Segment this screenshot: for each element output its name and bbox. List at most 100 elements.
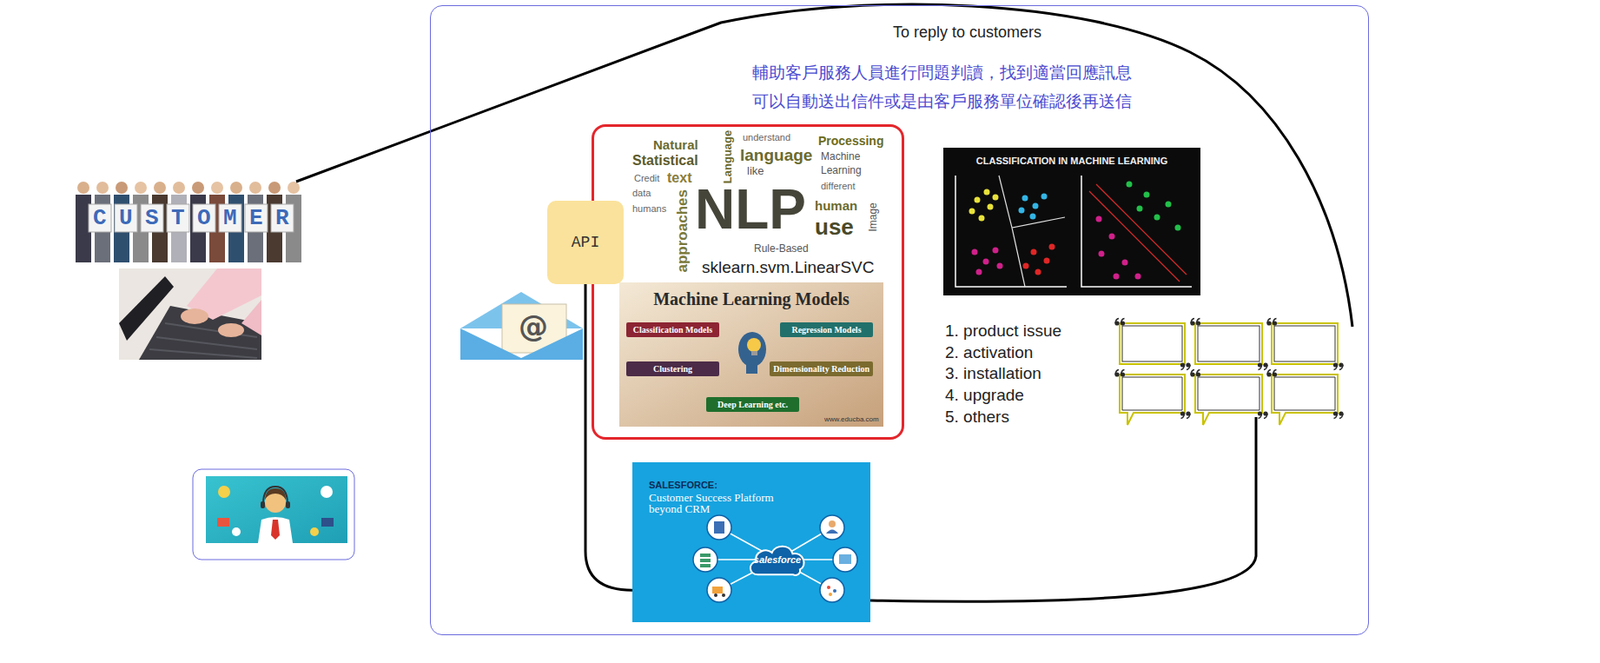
api-text: API: [571, 233, 600, 252]
model-type: Dimensionality Reduction: [773, 362, 870, 376]
agent-picture: [321, 517, 334, 527]
people-illustration: [77, 181, 90, 194]
agent-picture: [320, 485, 333, 498]
edge-caption: To reply to customers: [892, 23, 1042, 42]
model-type: Classification Models: [633, 323, 713, 337]
laptop-photo: [119, 268, 262, 360]
cloud-word: like: [747, 165, 765, 179]
salesforce-picture: [693, 515, 858, 602]
laptop-photo: [156, 337, 258, 350]
classification-picture: [943, 147, 1201, 296]
ml-panel-picture: [619, 282, 884, 427]
people-illustration: [115, 181, 128, 194]
salesforce-picture: [721, 593, 726, 597]
classification-picture: [974, 197, 981, 204]
salesforce-picture: [826, 585, 831, 589]
email-symbol: @: [518, 309, 549, 344]
classification-picture: [1137, 205, 1144, 212]
reply-bubbles: [1266, 318, 1277, 326]
salesforce-picture: [819, 577, 845, 602]
classification-picture: [1030, 213, 1037, 220]
response-wire: [870, 416, 1257, 602]
model-type: Regression Models: [791, 323, 861, 337]
cloud-word: data: [632, 187, 651, 199]
classification-picture: [1098, 251, 1105, 258]
model-button: Deep Learning etc.: [706, 396, 800, 412]
cloud-word: human: [814, 198, 858, 213]
salesforce-panel: SALESFORCE:Customer Success Platform bey…: [632, 462, 871, 622]
classification-picture: [1018, 207, 1025, 214]
agent-picture: [310, 527, 319, 536]
source-url: www.educba.com: [824, 415, 880, 424]
classification-picture: [1096, 216, 1142, 280]
laptop-photo: [165, 323, 258, 338]
cloud-word: Learning: [820, 165, 862, 178]
agent-picture: [218, 485, 231, 498]
panel-title: Machine Learning Models: [622, 289, 880, 310]
ml-panel-picture: [619, 282, 884, 427]
salesforce-picture: [632, 462, 871, 622]
salesforce-picture: [632, 462, 871, 622]
category-item: 3. installation: [945, 363, 1042, 384]
classification-picture: [983, 258, 990, 265]
cloud-word: Statistical: [632, 152, 699, 169]
classification-picture: [987, 204, 994, 211]
cloud-outline: [750, 546, 805, 576]
model-button: Clustering: [626, 361, 720, 377]
classification-picture: [1018, 193, 1048, 220]
salesforce-picture: [714, 593, 718, 597]
salesforce-picture: [693, 547, 718, 572]
classification-picture: [1126, 181, 1182, 232]
classification-picture: [1126, 181, 1133, 188]
agent-picture: [217, 517, 230, 527]
salesforce-picture: [700, 553, 711, 557]
agent-picture: [285, 501, 291, 509]
classification-picture: [984, 189, 991, 196]
cloud-word: use: [814, 214, 854, 241]
people-illustration: [75, 181, 302, 263]
category-item: 2. activation: [945, 343, 1033, 363]
classification-picture: [1122, 259, 1129, 266]
classifier-name: sklearn.svm.LinearSVC: [701, 257, 875, 278]
people-illustration: [211, 181, 224, 194]
classification-picture: [1135, 273, 1142, 280]
reply-bubbles: [1114, 318, 1343, 426]
panel-title: SALESFORCE:: [648, 479, 718, 490]
salesforce-picture: [712, 586, 723, 594]
classification-picture: [1143, 191, 1151, 199]
salesforce-picture: [828, 520, 836, 528]
people-illustration: [230, 181, 243, 194]
brand-name: salesforce: [753, 554, 801, 565]
laptop-photo: [218, 323, 245, 338]
classification-picture: [992, 247, 999, 254]
reply-bubbles: [1333, 362, 1344, 370]
agent-picture: [260, 501, 265, 509]
classification-picture: [971, 249, 979, 256]
people-illustration: [268, 181, 281, 194]
category-item: 5. others: [945, 407, 1010, 427]
api-box: API: [547, 200, 624, 285]
cloud-word: Image: [866, 202, 880, 232]
reply-bubbles: [1119, 323, 1185, 364]
cloud-word: Processing: [818, 133, 884, 148]
salesforce-picture: [714, 521, 725, 534]
classification-picture: [997, 263, 1004, 270]
classification-picture: [976, 269, 983, 276]
classification-picture: [992, 194, 999, 201]
agent-picture: [192, 469, 355, 560]
classification-picture: [971, 247, 1004, 276]
purpose-note: 輔助客戶服務人員進行問題判讀，找到適當回應訊息 可以自動送出信件或是由客戶服務單…: [747, 58, 1137, 116]
category-item: 1. product issue: [945, 321, 1062, 341]
reply-bubbles: [1122, 325, 1183, 362]
classification-picture: [998, 175, 1065, 287]
cloud-word: Credit: [634, 172, 660, 185]
reply-bubbles: [1190, 370, 1201, 377]
salesforce-picture: [707, 515, 732, 540]
reply-bubbles: [1274, 325, 1336, 362]
model-button: Regression Models: [780, 322, 873, 338]
cloud-word: text: [667, 170, 692, 186]
customer-group: CUSTOMER: [86, 202, 305, 236]
classification-picture: [1044, 257, 1051, 265]
salesforce-picture: [700, 558, 711, 562]
